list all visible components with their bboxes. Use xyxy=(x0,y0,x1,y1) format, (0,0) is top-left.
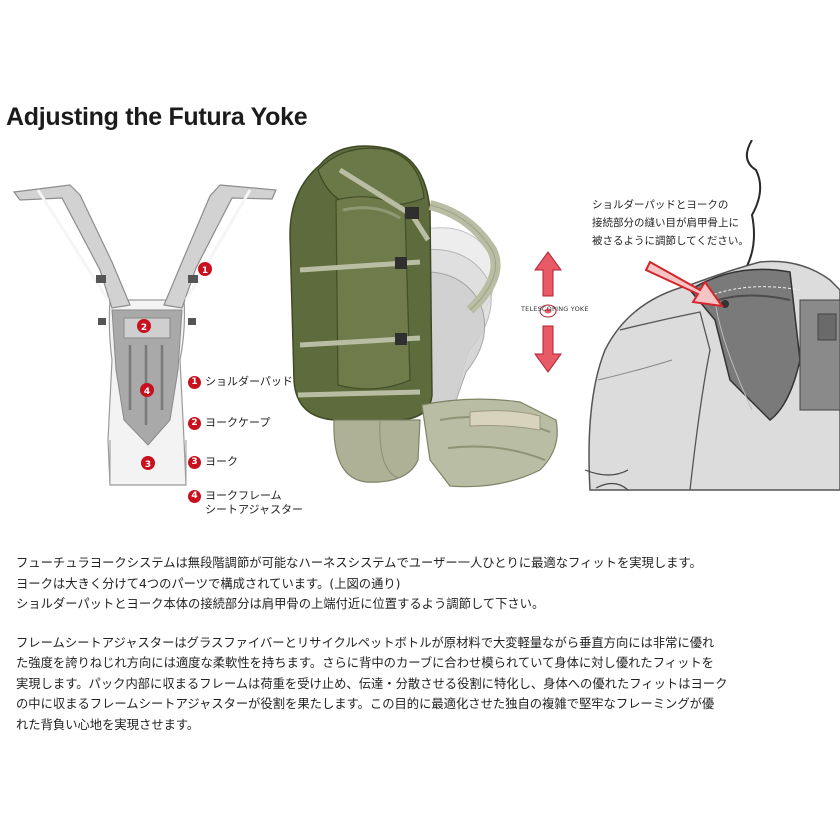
legend-marker: 4 xyxy=(188,489,201,503)
paragraph-line: れた背負い心地を実現させます。 xyxy=(16,717,200,732)
paragraph-line: ヨークは大きく分けて4つのパーツで構成されています。(上図の通り) xyxy=(16,576,401,591)
legend-item-2: 2 ヨークケープ xyxy=(188,416,270,430)
note-line: 接続部分の縫い目が肩甲骨上に xyxy=(592,217,739,229)
legend-marker: 1 xyxy=(188,375,201,389)
harness-marker-3: 3 xyxy=(141,456,155,470)
shoulder-illustration xyxy=(584,140,840,491)
paragraph-line: ショルダーパットとヨーク本体の接続部分は肩甲骨の上端付近に位置するよう調節して下… xyxy=(16,597,545,611)
legend-label: ヨークケープ xyxy=(205,416,271,429)
legend-label-line2: シートアジャスター xyxy=(205,503,304,516)
svg-text:3: 3 xyxy=(145,460,151,470)
description-text: フューチュラヨークシステムは無段階調節が可能なハーネスシステムでユーザー一人ひと… xyxy=(16,553,831,735)
legend-item-3: 3 ヨーク xyxy=(188,455,238,469)
svg-text:2: 2 xyxy=(141,323,147,333)
harness-illustration: 1 2 4 3 xyxy=(12,184,277,486)
adjustment-note: ショルダーパッドとヨークの 接続部分の縫い目が肩甲骨上に 被さるように調節してく… xyxy=(592,196,782,250)
svg-text:1: 1 xyxy=(202,266,208,276)
harness-marker-1: 1 xyxy=(198,262,212,276)
harness-marker-2: 2 xyxy=(137,319,151,333)
yoke-diagram-illustration: 1 2 4 3 xyxy=(12,140,840,491)
legend-label: ヨーク xyxy=(205,455,238,468)
page-title: Adjusting the Futura Yoke xyxy=(6,103,308,131)
paragraph-line: の中に収まるフレームシートアジャスターが役割を果たします。この目的に最適化させた… xyxy=(16,697,715,711)
note-line: 被さるように調節してください。 xyxy=(592,235,749,247)
legend-item-4: 4 ヨークフレーム シートアジャスター xyxy=(188,489,303,517)
legend-marker: 2 xyxy=(188,416,201,430)
harness-marker-4: 4 xyxy=(140,383,154,397)
legend-label: ヨークフレーム xyxy=(205,489,282,502)
paragraph-line: た強度を誇りねじれ方向には適度な柔軟性を持ちます。さらに背中のカーブに合わせ模ら… xyxy=(16,656,714,670)
backpack-illustration xyxy=(289,145,558,488)
legend-marker: 3 xyxy=(188,455,201,469)
telescoping-arrows xyxy=(534,251,562,373)
paragraph-line: フレームシートアジャスターはグラスファイバーとリサイクルペットボトルが原材料で大… xyxy=(16,635,715,650)
svg-text:4: 4 xyxy=(144,387,150,397)
legend-item-1: 1 ショルダーパッド xyxy=(188,375,293,389)
telescoping-yoke-label: TELESCOPING YOKE xyxy=(521,305,589,313)
paragraph-line: フューチュラヨークシステムは無段階調節が可能なハーネスシステムでユーザー一人ひと… xyxy=(16,556,702,570)
paragraph-line: 実現します。パック内部に収まるフレームは荷重を受け止め、伝達・分散させる役割に特… xyxy=(16,676,728,691)
note-line: ショルダーパッドとヨークの xyxy=(592,199,729,211)
legend-label: ショルダーパッド xyxy=(205,375,293,388)
